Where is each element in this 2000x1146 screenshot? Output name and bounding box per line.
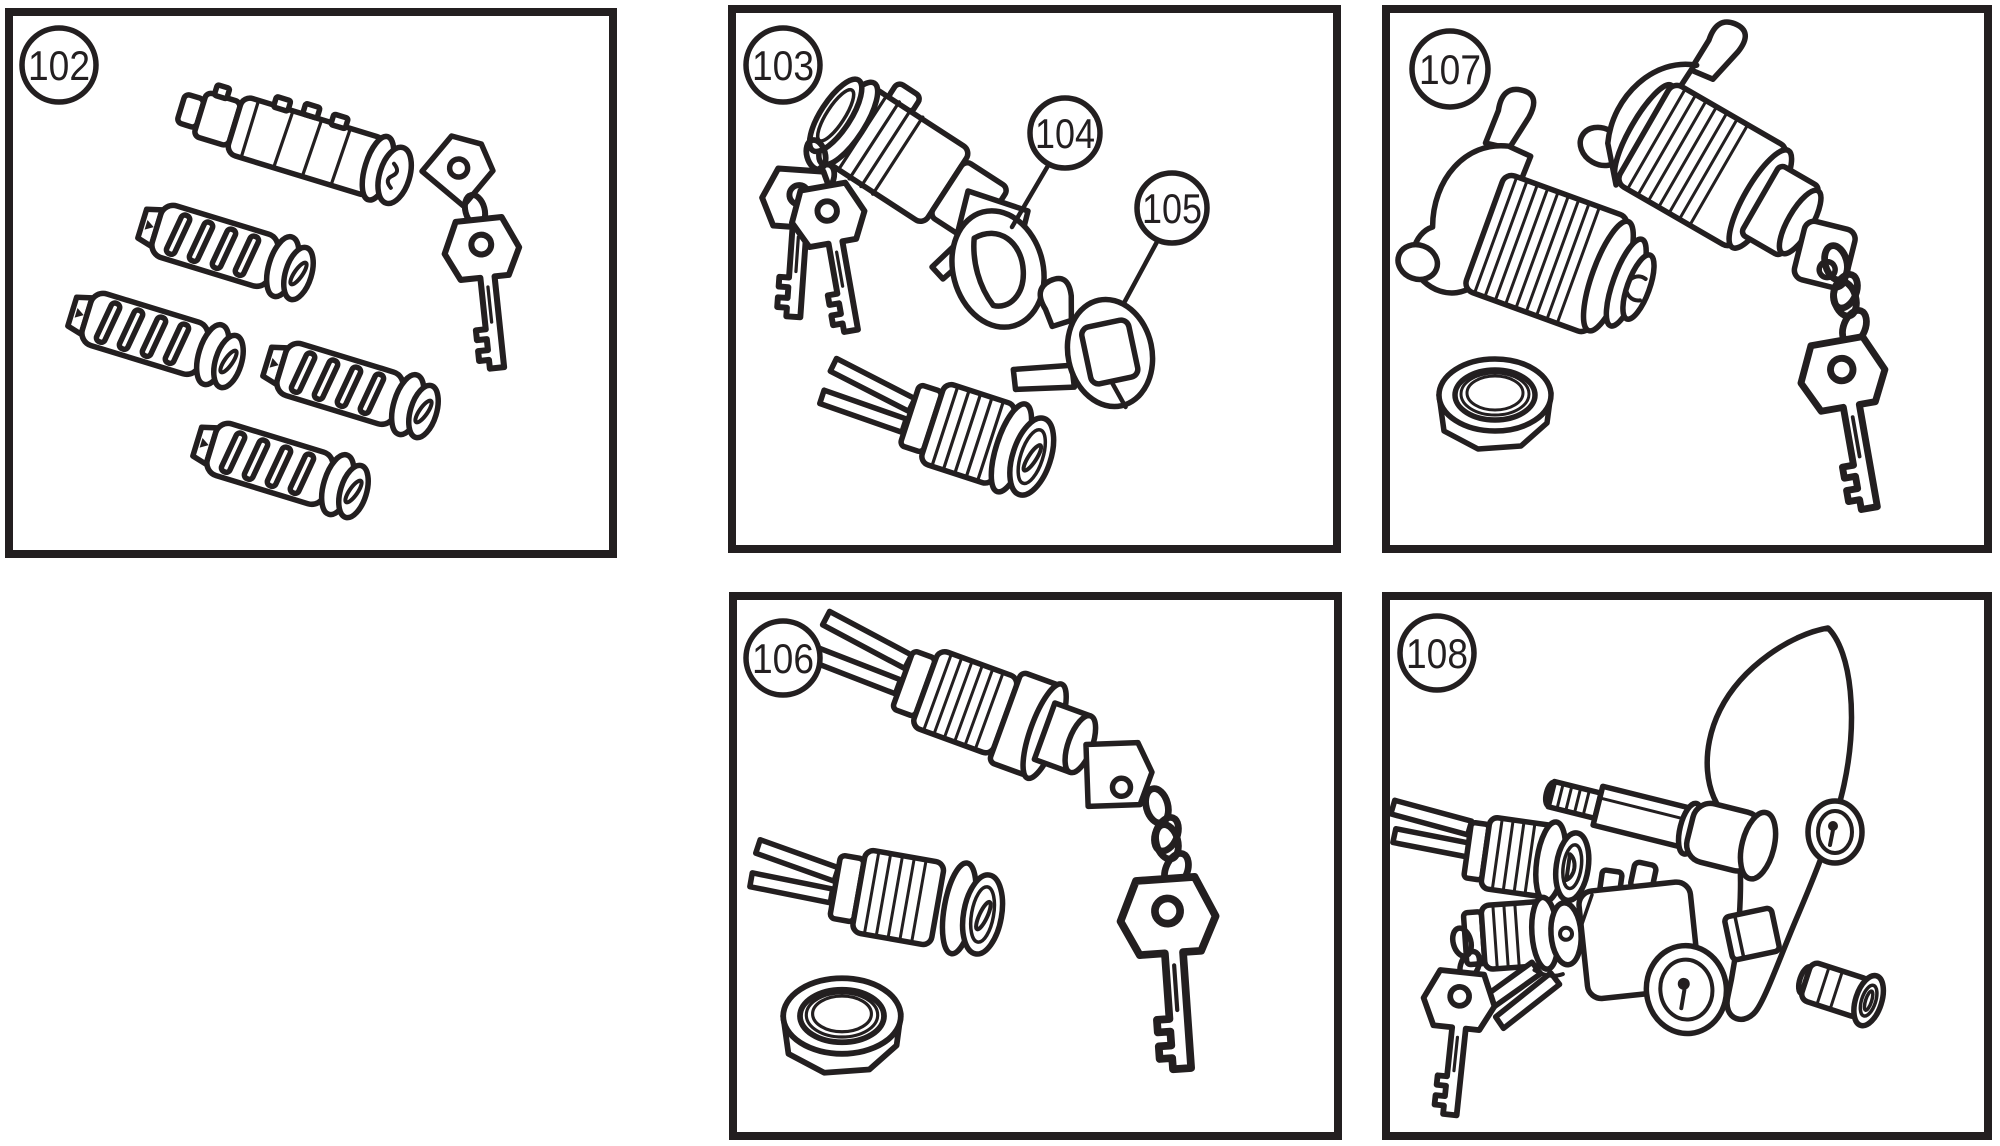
lock-barrel: [133, 194, 320, 305]
callout-105-leader: [1121, 237, 1161, 306]
shaft-square-washer: [1722, 905, 1782, 963]
panel-number-badge: 103: [743, 25, 823, 105]
panel-102-illustration: [63, 82, 531, 523]
callout-104-badge: 104: [1027, 95, 1103, 171]
callout-number-104: 104: [1035, 110, 1095, 157]
panel-number-badge: 107: [1409, 28, 1491, 110]
gasket-ring: [949, 208, 1047, 330]
master-lock-cylinder: [175, 82, 415, 207]
panel-number-107: 107: [1419, 46, 1481, 93]
callout-105-badge: 105: [1134, 170, 1210, 246]
key-on-ring: [419, 133, 531, 372]
lock-barrel: [188, 412, 375, 523]
panel-number-badge: 108: [1397, 613, 1477, 693]
panel-103-illustration: [754, 76, 1161, 498]
left-flanged-cylinder: [1395, 86, 1657, 335]
right-flanged-cylinder-with-key: [1577, 19, 1858, 291]
retainer-clip: [1010, 275, 1156, 410]
panel-102: 102: [5, 8, 617, 558]
upper-cylinder-with-key: [806, 608, 1155, 810]
panel-number-102: 102: [28, 42, 90, 89]
small-rear-barrel: [1795, 960, 1887, 1029]
panel-number-106: 106: [752, 635, 814, 682]
lower-cylinder: [747, 836, 1006, 957]
lock-barrel: [63, 282, 250, 393]
panel-108: 108: [1382, 592, 1992, 1140]
lower-lock-barrel: [817, 355, 1057, 498]
lower-left-barrel-with-key: [1460, 894, 1584, 1032]
upper-left-barrel-with-keys: [1390, 797, 1592, 905]
retaining-nut: [783, 978, 901, 1072]
square-lock-housing: [1576, 859, 1730, 1037]
panel-number-108: 108: [1406, 630, 1468, 677]
panel-106: 106: [729, 592, 1342, 1140]
panel-number-badge: 106: [743, 618, 823, 698]
keys-on-chain: [1118, 786, 1226, 1072]
callout-number-105: 105: [1142, 185, 1202, 232]
panel-number-103: 103: [752, 42, 814, 89]
retaining-nut: [1439, 359, 1551, 449]
lock-barrel: [258, 332, 445, 443]
panel-107-illustration: [1395, 19, 1931, 516]
callout-104-leader: [1009, 161, 1052, 230]
handle-shaft: [1542, 778, 1779, 882]
panel-103: 103 104 105: [728, 5, 1341, 553]
panel-106-illustration: [747, 608, 1226, 1072]
panel-number-badge: 102: [19, 25, 99, 105]
panel-107: 107: [1382, 5, 1992, 553]
panel-108-illustration: [1390, 625, 1887, 1118]
